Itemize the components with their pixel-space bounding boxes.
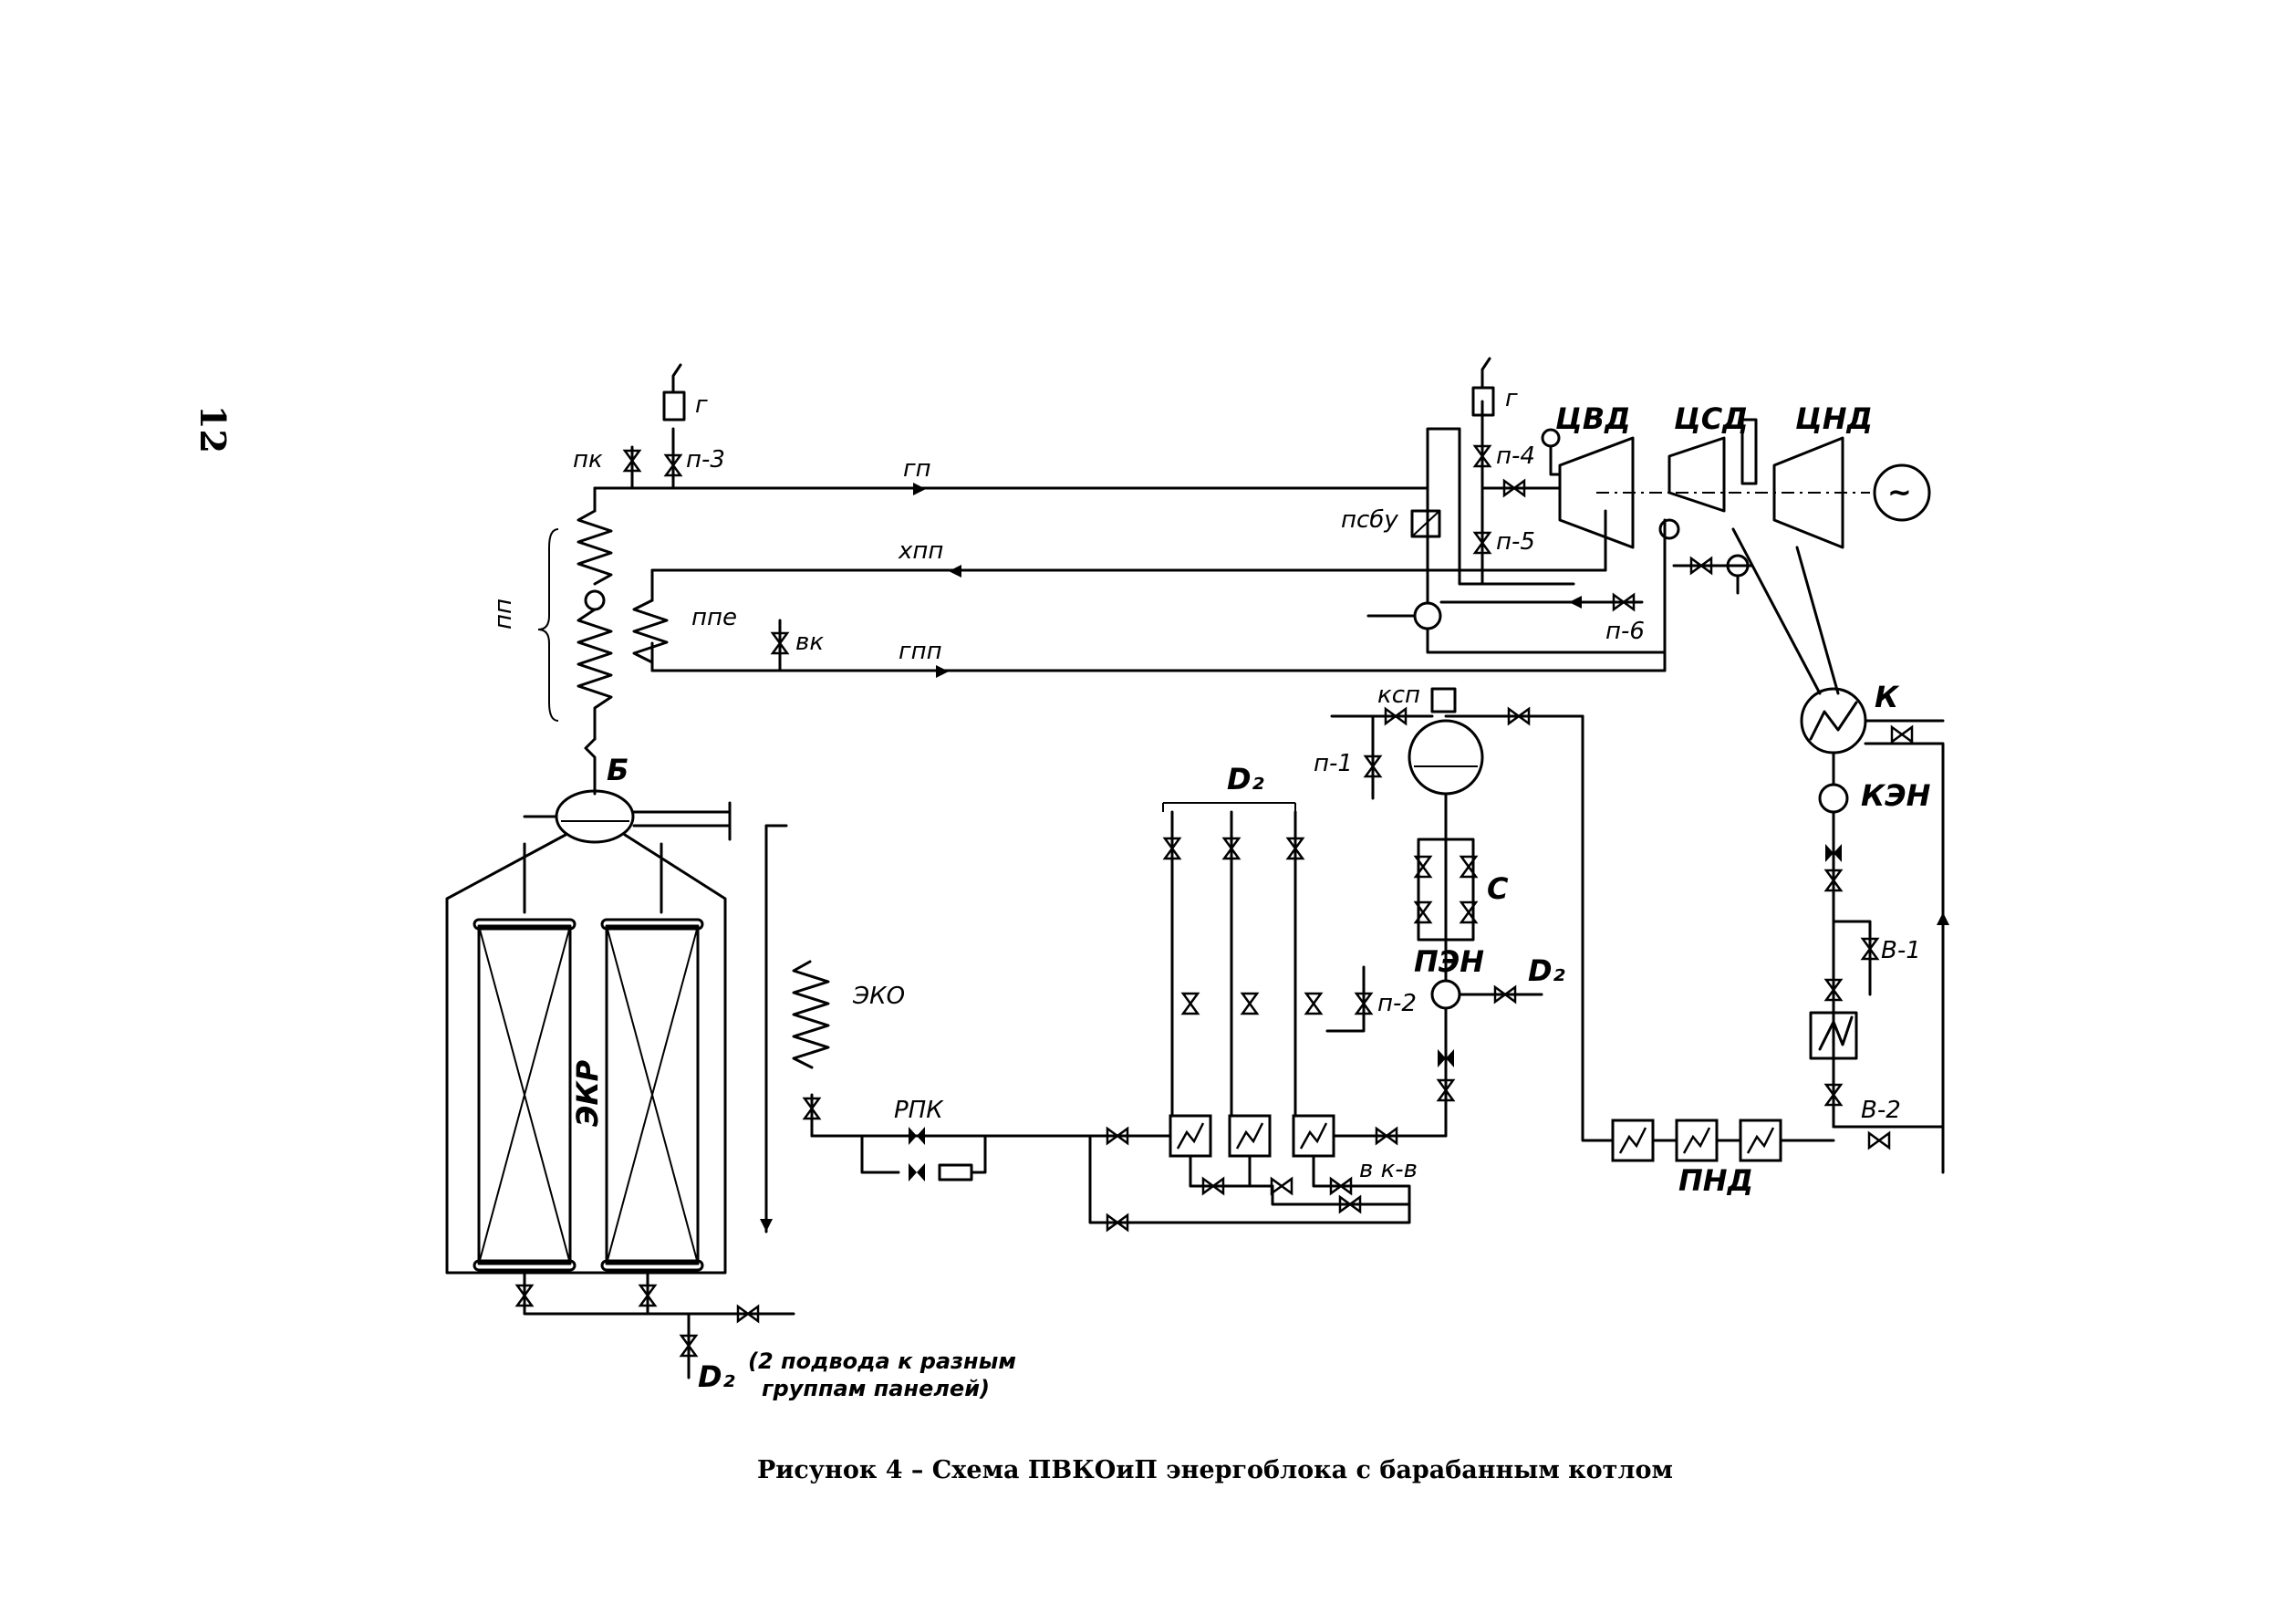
label-p2: п-2 — [1377, 990, 1417, 1017]
pump-ken — [1818, 783, 1849, 814]
filter-c — [1417, 838, 1475, 942]
label-v2: В-2 — [1861, 1097, 1901, 1124]
pump-pen — [1430, 979, 1461, 1010]
label-d2-top: D₂ — [1227, 762, 1264, 796]
pnd-heater-1 — [1611, 1119, 1655, 1162]
label-pp: пп — [490, 599, 517, 630]
label-gp: гп — [903, 455, 931, 483]
generator-symbol: ~ — [1887, 474, 1912, 509]
pnd-heater-2 — [1675, 1119, 1719, 1162]
label-p3: п-3 — [686, 446, 725, 474]
label-d2-pen: D₂ — [1528, 953, 1565, 988]
turbine-tsvd — [1558, 436, 1635, 549]
turbine-tssd — [1667, 436, 1726, 513]
label-rpk: РПК — [894, 1097, 944, 1124]
label-pen: ПЭН — [1414, 944, 1484, 979]
ekr-panel-right — [605, 924, 700, 1265]
label-p6: п-6 — [1605, 618, 1645, 645]
label-psbu: псбу — [1341, 506, 1398, 534]
page-number: 12 — [192, 405, 234, 453]
note-line-2: группам панелей) — [762, 1376, 990, 1401]
label-ken: КЭН — [1861, 778, 1931, 813]
label-p4: п-4 — [1496, 442, 1535, 470]
label-vk: вк — [795, 629, 824, 656]
label-b: Б — [607, 753, 629, 787]
label-pnd: ПНД — [1678, 1163, 1753, 1198]
label-d2-bottom: D₂ — [698, 1359, 735, 1394]
label-v1: В-1 — [1881, 937, 1921, 964]
deaerator — [1408, 719, 1484, 796]
label-p5: п-5 — [1496, 528, 1535, 556]
turbine-tsnd — [1772, 436, 1844, 549]
heater-ejector — [1809, 1011, 1858, 1060]
label-p1: п-1 — [1314, 750, 1353, 777]
label-gpp: гпп — [899, 638, 942, 665]
reheater-coil — [632, 599, 669, 664]
label-khpp: хпп — [898, 537, 943, 565]
generator — [1873, 463, 1931, 522]
label-pk: пк — [573, 446, 603, 474]
label-eko: ЭКО — [852, 983, 905, 1010]
boiler-drum — [555, 789, 635, 844]
label-tssd: ЦСД — [1674, 401, 1749, 436]
figure-caption: Рисунок 4 – Схема ПВКОиП энергоблока с б… — [757, 1456, 1673, 1484]
label-c: С — [1487, 871, 1509, 906]
pvd-heater-3 — [1292, 1114, 1335, 1158]
pvd-heater-2 — [1228, 1114, 1272, 1158]
psbu-device — [1410, 509, 1441, 538]
label-ekr: ЭКР — [570, 1059, 605, 1127]
pvd-heater-1 — [1169, 1114, 1212, 1158]
superheater-coil-bottom — [577, 608, 613, 741]
label-g-left: г — [695, 391, 708, 419]
label-tsvd: ЦВД — [1555, 401, 1631, 436]
label-tsnd: ЦНД — [1795, 401, 1873, 436]
superheater-coil-top — [577, 509, 613, 586]
ekr-panel-left — [477, 924, 572, 1265]
note-line-1: (2 подвода к разным — [748, 1348, 1016, 1374]
economizer-coil — [792, 960, 830, 1069]
label-g-right: г — [1505, 385, 1518, 412]
pnd-heater-3 — [1739, 1119, 1782, 1162]
condenser-k — [1800, 687, 1867, 755]
label-vkv: в к-в — [1359, 1156, 1418, 1183]
label-k: К — [1875, 680, 1900, 714]
label-ppe: ппе — [691, 604, 737, 631]
label-ksp: ксп — [1377, 682, 1420, 709]
